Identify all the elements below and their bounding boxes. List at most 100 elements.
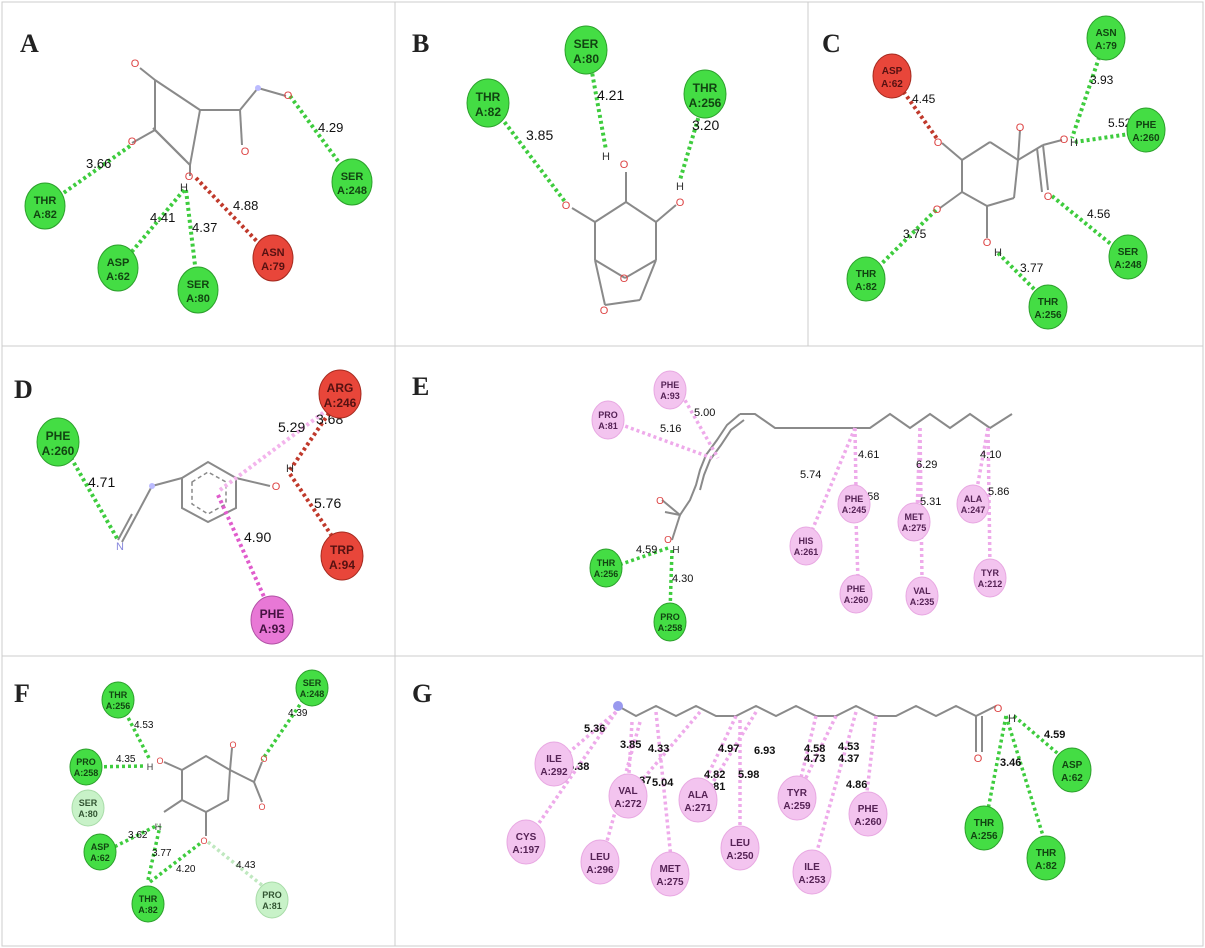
residue-thr-256: THR A:256	[589, 548, 623, 588]
svg-text:THR: THR	[974, 818, 995, 829]
svg-text:A:62: A:62	[1061, 773, 1083, 784]
residue-val-235: VAL A:235	[905, 576, 939, 616]
svg-text:SER: SER	[187, 279, 210, 291]
distance-label: 5.76	[314, 495, 341, 511]
svg-text:A:81: A:81	[262, 901, 282, 911]
residue-phe-260: PHE A:260	[1126, 107, 1166, 153]
svg-text:ALA: ALA	[688, 790, 709, 801]
svg-text:A:261: A:261	[794, 547, 819, 557]
residue-val-272: VAL A:272	[608, 773, 648, 819]
svg-text:A:79: A:79	[261, 261, 285, 273]
panel-a-interactions	[43, 94, 354, 291]
svg-text:A:256: A:256	[970, 831, 998, 842]
residue-asp-62: ASP A:62	[872, 53, 912, 99]
svg-text:SER: SER	[574, 37, 599, 51]
svg-text:A:245: A:245	[842, 505, 867, 515]
svg-text:ASN: ASN	[261, 247, 284, 259]
panel-a-label: A	[20, 29, 39, 58]
residue-ser-80: SER A:80	[564, 25, 608, 75]
svg-text:TRP: TRP	[330, 543, 354, 557]
distance-label: 4.58	[804, 743, 825, 755]
residue-thr-256: THR A:256	[101, 681, 135, 719]
svg-text:A:80: A:80	[186, 293, 210, 305]
residue-ser-248: SER A:248	[295, 669, 329, 707]
residue-ser-80: SER A:80	[177, 266, 219, 314]
atom-o: O	[620, 273, 629, 285]
atom-h: H	[1070, 137, 1078, 149]
svg-text:HIS: HIS	[798, 536, 813, 546]
distance-label: 5.29	[278, 419, 305, 435]
svg-text:PRO: PRO	[76, 757, 96, 767]
svg-text:THR: THR	[34, 195, 57, 207]
atom-o: O	[131, 58, 140, 70]
distance-label: 5.31	[920, 496, 941, 508]
panel-b-distances: 3.85 4.21 3.20	[526, 87, 719, 143]
svg-text:A:256: A:256	[1034, 310, 1062, 321]
svg-text:THR: THR	[1038, 297, 1059, 308]
distance-label: 5.52	[1108, 116, 1132, 130]
atom-o: O	[600, 305, 609, 317]
panel-d-label: D	[14, 375, 33, 404]
panel-g-distances: 5.36 5.38 3.85 4.33 5.37 5.04 4.97 4.82 …	[568, 723, 1065, 793]
svg-text:SER: SER	[79, 798, 98, 808]
panel-d-residues: PHE A:260 ARG A:246 TRP A:94 PHE A:93	[36, 369, 364, 645]
atom-n: N	[116, 541, 124, 553]
panel-g-atoms: O O H	[974, 703, 1016, 765]
atom-o: O	[656, 496, 664, 507]
distance-label: 4.21	[597, 87, 624, 103]
residue-thr-256: THR A:256	[964, 805, 1004, 851]
atom-o: O	[272, 481, 281, 493]
svg-text:THR: THR	[597, 558, 616, 568]
svg-text:A:82: A:82	[855, 282, 877, 293]
atom-o: O	[983, 237, 992, 249]
svg-text:PHE: PHE	[858, 804, 879, 815]
residue-met-275: MET A:275	[897, 502, 931, 542]
svg-text:SER: SER	[341, 171, 364, 183]
residue-asp-62: ASP A:62	[83, 833, 117, 871]
atom-o: O	[241, 146, 250, 158]
svg-text:SER: SER	[1118, 247, 1139, 258]
panel-a-atoms: O O O O H O	[128, 58, 293, 194]
distance-label: 4.71	[88, 474, 115, 490]
svg-text:A:256: A:256	[689, 96, 722, 110]
svg-text:VAL: VAL	[913, 586, 931, 596]
residue-asn-79: ASN A:79	[1086, 15, 1126, 61]
distance-label: 4.59	[636, 544, 657, 556]
svg-text:ASP: ASP	[882, 66, 903, 77]
residue-ser-248: SER A:248	[1108, 234, 1148, 280]
panel-b-label: B	[412, 29, 429, 58]
svg-text:A:292: A:292	[540, 767, 568, 778]
panel-d-atoms: N O H	[116, 463, 294, 553]
atom-h: H	[602, 151, 610, 163]
svg-text:A:248: A:248	[1114, 260, 1142, 271]
residue-phe-260: PHE A:260	[36, 417, 80, 467]
residue-leu-296: LEU A:296	[580, 839, 620, 885]
panel-f-residues: THR A:256 SER A:248 PRO A:258 SER A:80 A…	[69, 669, 329, 923]
panel-e-interactions	[609, 394, 992, 613]
residue-thr-82: THR A:82	[466, 78, 510, 128]
panel-f-distances: 4.53 4.39 4.35 3.62 3.77 4.20 4.43	[116, 708, 308, 875]
panel-e-ligand	[661, 412, 1013, 541]
distance-label: 4.39	[288, 708, 308, 719]
panel-e-frame	[394, 345, 1204, 657]
svg-text:A:260: A:260	[42, 444, 75, 458]
svg-text:A:62: A:62	[106, 271, 130, 283]
svg-text:A:275: A:275	[902, 523, 927, 533]
svg-text:TYR: TYR	[787, 788, 808, 799]
atom-o: O	[933, 204, 942, 216]
distance-label: 3.20	[692, 117, 719, 133]
atom-o: O	[1060, 134, 1069, 146]
distance-label: 4.10	[980, 449, 1001, 461]
distance-label: 5.16	[660, 423, 681, 435]
residue-phe-93: PHE A:93	[250, 595, 294, 645]
distance-label: 5.86	[988, 486, 1009, 498]
distance-label: 3.85	[620, 739, 641, 751]
residue-his-261: HIS A:261	[789, 526, 823, 566]
atom-o: O	[260, 754, 267, 764]
panel-f: F H O O O O O H	[14, 669, 329, 923]
panel-f-frame	[1, 655, 396, 947]
panel-c-label: C	[822, 29, 841, 58]
distance-label: 3.46	[1000, 757, 1021, 769]
panel-e-label: E	[412, 372, 429, 401]
